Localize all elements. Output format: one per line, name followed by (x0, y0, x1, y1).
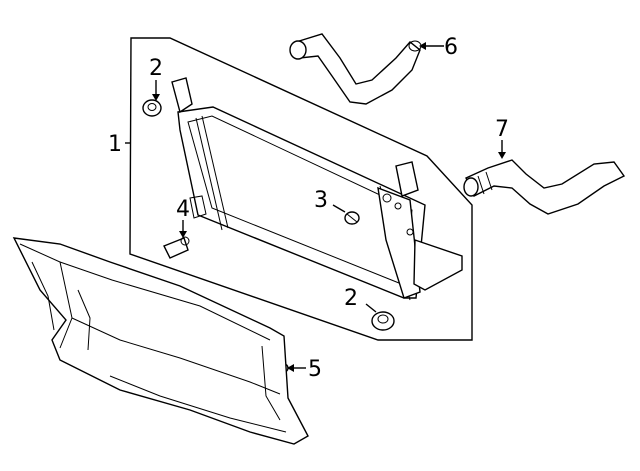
callout-2a-arrow (152, 94, 160, 101)
grommet-lower (371, 311, 395, 331)
callout-7-arrow (498, 152, 506, 159)
grommet-upper (142, 99, 162, 117)
callout-3-leader (332, 204, 346, 213)
callout-2a-label: 2 (149, 56, 163, 81)
clip (163, 236, 190, 259)
air-deflector (12, 237, 309, 445)
assembly-outline (129, 37, 473, 341)
callout-3-label: 3 (314, 188, 328, 213)
callout-4-label: 4 (176, 197, 190, 222)
callout-2b-label: 2 (344, 286, 358, 311)
lower-hose (463, 159, 626, 215)
upper-hose (289, 33, 422, 105)
callout-1-label: 1 (108, 132, 122, 157)
bolt (344, 211, 360, 225)
callout-5-arrow (287, 364, 294, 372)
callout-4-arrow (179, 231, 187, 238)
callout-2b-leader (365, 303, 377, 313)
callout-6-label: 6 (444, 35, 458, 60)
callout-7-label: 7 (495, 117, 509, 142)
radiator (171, 77, 463, 301)
callout-5-label: 5 (308, 357, 322, 382)
callout-6-arrow (419, 42, 426, 50)
